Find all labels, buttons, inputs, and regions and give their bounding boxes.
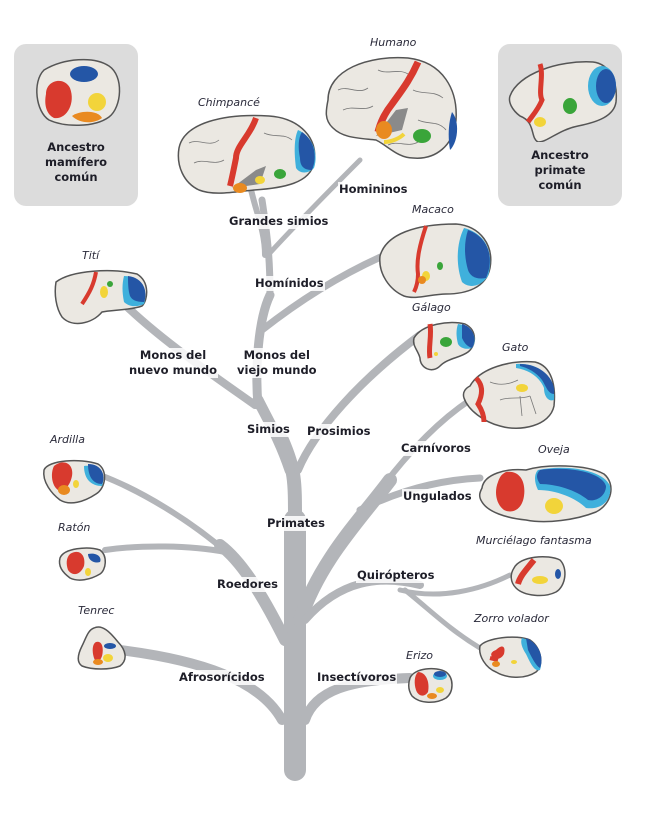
species-label-chimpance: Chimpancé: [198, 96, 260, 109]
clade-label-monos-viejo: Monos del viejo mundo: [236, 348, 318, 378]
branch-to-macaco: [258, 251, 389, 334]
brain-erizo: [407, 667, 453, 703]
brain-icon: [508, 61, 618, 142]
clade-label-prosimios: Prosimios: [306, 424, 372, 439]
species-label-ardilla: Ardilla: [50, 433, 85, 446]
clade-label-homininos: Homininos: [338, 182, 409, 197]
clade-label-afrosoricidos: Afrosorícidos: [178, 670, 266, 685]
branch-afrosoricidos: [115, 645, 287, 725]
species-label-galago: Gálago: [412, 301, 451, 314]
clade-label-monos-nuevo-line2: nuevo mundo: [129, 363, 218, 377]
branch-ardilla: [97, 472, 233, 558]
brain-macaco: [379, 223, 492, 299]
brain-zorro: [478, 636, 542, 678]
ancestor-primate-label-1: Ancestro: [531, 148, 589, 162]
clade-label-ungulados: Ungulados: [402, 489, 473, 504]
brain-titi: [54, 270, 148, 325]
clade-label-simios: Simios: [246, 422, 291, 437]
ancestor-mammal-label-2: mamífero: [44, 155, 108, 169]
ancestor-primate-box: Ancestro primate común: [498, 44, 622, 206]
brain-murcielago: [510, 555, 566, 597]
species-label-gato: Gato: [502, 341, 529, 354]
branch-raton: [102, 543, 228, 555]
species-label-titi: Tití: [82, 249, 100, 262]
branch-roedores: [214, 539, 291, 646]
ancestor-primate-label-3: común: [538, 178, 582, 192]
branch-quiropteros: [301, 576, 424, 624]
species-label-murcielago: Murciélago fantasma: [476, 534, 592, 547]
species-label-erizo: Erizo: [406, 649, 434, 662]
clade-label-monos-viejo-line2: viejo mundo: [237, 363, 317, 377]
brain-galago: [412, 321, 476, 371]
ancestor-mammal-label-1: Ancestro: [47, 140, 105, 154]
clade-label-insectivoros: Insectívoros: [316, 670, 398, 685]
brain-raton: [58, 547, 106, 581]
branch-murcielago: [397, 572, 513, 597]
branch-prosimios: [294, 331, 424, 474]
brain-ardilla: [43, 459, 106, 504]
brain-tenrec: [77, 626, 126, 670]
ancestor-mammal-label-3: común: [54, 170, 98, 184]
branch-gato: [377, 397, 473, 493]
species-label-humano: Humano: [370, 36, 417, 49]
brain-humano: [325, 56, 458, 159]
clade-label-carnivoros: Carnívoros: [400, 441, 472, 456]
brain-icon: [36, 58, 121, 127]
branch-laurasiatheria: [293, 473, 397, 627]
brain-gato: [462, 360, 556, 429]
clade-label-monos-nuevo-line1: Monos del: [139, 348, 207, 362]
clade-label-quiropteros: Quirópteros: [356, 568, 436, 583]
species-label-tenrec: Tenrec: [78, 604, 115, 617]
brain-oveja: [478, 465, 612, 523]
species-label-oveja: Oveja: [538, 443, 570, 456]
brain-chimpance: [177, 114, 316, 194]
ancestor-primate-label-2: primate: [534, 163, 586, 177]
clade-label-grandes-simios: Grandes simios: [228, 214, 330, 229]
clade-label-monos-nuevo: Monos del nuevo mundo: [128, 348, 219, 378]
clade-label-roedores: Roedores: [216, 577, 280, 592]
clade-label-primates: Primates: [266, 516, 326, 531]
species-label-raton: Ratón: [58, 521, 91, 534]
ancestor-mammal-box: Ancestro mamífero común: [14, 44, 138, 206]
branch-oveja: [356, 474, 484, 514]
branch-zorro: [402, 587, 483, 651]
species-label-macaco: Macaco: [412, 203, 454, 216]
species-label-zorro: Zorro volador: [474, 612, 549, 625]
branch-monos-viejo: [252, 290, 275, 410]
clade-label-monos-viejo-line1: Monos del: [243, 348, 310, 362]
branch-homininos: [265, 157, 363, 258]
clade-label-hominidos: Homínidos: [254, 276, 325, 291]
